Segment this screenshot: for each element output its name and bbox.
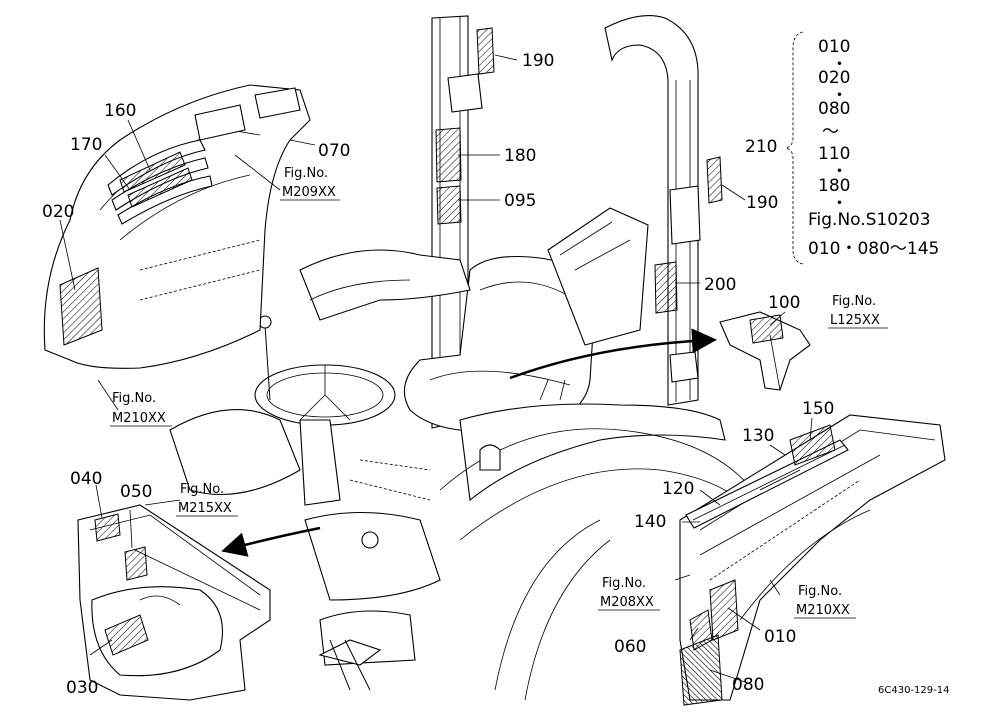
decal-190-side — [706, 156, 723, 204]
fig-ref-m208: Fig.No. M208XX — [598, 576, 660, 611]
label-190-top: 190 — [522, 51, 554, 71]
decal-190-top — [476, 27, 495, 75]
label-030: 030 — [66, 678, 98, 698]
label-040: 040 — [70, 469, 102, 489]
applicability-value-5: 180 — [818, 176, 850, 196]
label-160: 160 — [104, 101, 136, 121]
svg-text:M210XX: M210XX — [112, 411, 166, 426]
svg-text:Fig.No.: Fig.No. — [284, 166, 328, 181]
applicability-value-2: 020 — [818, 68, 850, 88]
fig-ref-l125: Fig.No. L125XX — [828, 294, 888, 329]
label-190-side: 190 — [746, 193, 778, 213]
svg-text:・: ・ — [831, 55, 848, 75]
svg-text:Fig.No.: Fig.No. — [112, 391, 156, 406]
svg-text:L125XX: L125XX — [830, 313, 880, 328]
fig-ref-m209: Fig.No. M209XX — [280, 166, 340, 201]
label-070: 070 — [318, 141, 350, 161]
label-060: 060 — [614, 637, 646, 657]
applicability-value-4: 110 — [818, 144, 850, 164]
svg-text:M215XX: M215XX — [178, 501, 232, 516]
label-095: 095 — [504, 191, 536, 211]
svg-text:Fig.No.: Fig.No. — [832, 294, 876, 309]
applicability-fig-line: Fig.No.S10203 — [808, 210, 931, 230]
label-010: 010 — [764, 627, 796, 647]
label-100: 100 — [768, 293, 800, 313]
applicability-value-1: 010 — [818, 37, 850, 57]
svg-text:Fig.No.: Fig.No. — [602, 576, 646, 591]
label-050: 050 — [120, 482, 152, 502]
figure-references: Fig.No. M209XX Fig.No. M210XX Fig.No. L1… — [110, 166, 888, 619]
label-170: 170 — [70, 135, 102, 155]
decal-160 — [127, 167, 193, 208]
applicability-group: 210 010 ・ 020 ・ 080 〜 110 ・ 180 ・ Fig.No… — [745, 31, 939, 265]
decal-170 — [119, 151, 186, 193]
decal-050 — [124, 546, 148, 581]
decal-100 — [749, 314, 784, 344]
fig-ref-m210-right: Fig.No. M210XX — [794, 584, 856, 619]
direction-arrows — [221, 328, 717, 557]
drawing-code: 6C430-129-14 — [878, 685, 949, 696]
decal-180 — [435, 127, 462, 183]
svg-text:・: ・ — [831, 86, 848, 106]
label-020: 020 — [42, 202, 74, 222]
svg-text:M210XX: M210XX — [796, 603, 850, 618]
label-150: 150 — [802, 399, 834, 419]
decal-markers — [59, 27, 846, 706]
label-120: 120 — [662, 479, 694, 499]
fender-panel-drawing — [679, 414, 946, 701]
label-200: 200 — [704, 275, 736, 295]
svg-text:・: ・ — [831, 194, 848, 214]
fig-ref-m210-left: Fig.No. M210XX — [110, 391, 172, 427]
label-140: 140 — [634, 512, 666, 532]
svg-text:・: ・ — [831, 162, 848, 182]
label-130: 130 — [742, 426, 774, 446]
svg-text:Fig.No.: Fig.No. — [798, 584, 842, 599]
part-labels: 190 190 160 170 070 180 095 020 200 100 … — [42, 51, 834, 698]
label-180: 180 — [504, 146, 536, 166]
label-210: 210 — [745, 137, 777, 157]
applicability-value-3: 080 — [818, 99, 850, 119]
svg-text:Fig.No.: Fig.No. — [180, 482, 224, 497]
svg-text:M208XX: M208XX — [600, 595, 654, 610]
decal-095 — [436, 185, 462, 225]
applicability-range-line: 010・080〜145 — [808, 239, 939, 259]
applicability-range-mark: 〜 — [822, 122, 839, 142]
decal-080 — [679, 634, 723, 706]
decal-010 — [709, 579, 739, 641]
decal-020 — [59, 267, 103, 346]
svg-text:M209XX: M209XX — [282, 185, 336, 200]
decal-030 — [104, 614, 149, 656]
leader-lines — [59, 54, 813, 684]
decal-200 — [654, 261, 678, 314]
decal-040 — [94, 513, 121, 542]
fig-ref-m215: Fig.No. M215XX — [176, 482, 238, 517]
label-080: 080 — [732, 675, 764, 695]
